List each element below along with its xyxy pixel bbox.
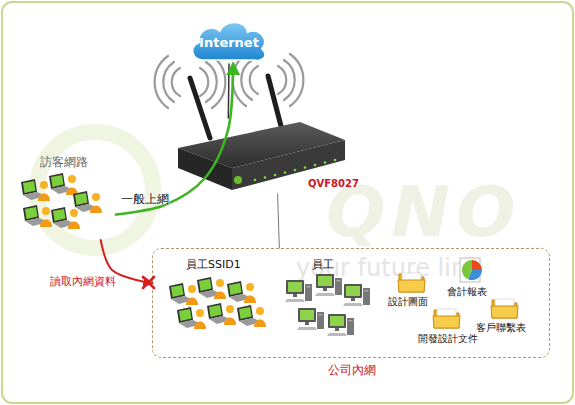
edge-label: 讀取內網資料 xyxy=(50,275,116,288)
internet-cloud: Internet xyxy=(188,18,270,64)
internet-access-arrow xyxy=(116,64,233,215)
guest-users xyxy=(21,173,102,229)
edge-label: 一般上網 xyxy=(121,192,169,206)
router-device: QVF8027 xyxy=(172,118,348,194)
file-label: 設計圖面 xyxy=(388,296,428,307)
employee-desktops xyxy=(285,274,370,336)
group-label: 員工 xyxy=(312,258,334,271)
uplink-line xyxy=(228,64,230,118)
node-label: 公司內網 xyxy=(153,363,551,377)
router-illustration xyxy=(155,54,345,190)
logo-watermark xyxy=(37,132,153,248)
file-label: 會計報表 xyxy=(447,286,487,297)
lan-link-line xyxy=(278,194,280,248)
blocked-mark xyxy=(143,277,154,288)
node-label: Internet xyxy=(188,35,270,51)
employee-laptops xyxy=(169,277,266,329)
group-label: 員工SSID1 xyxy=(186,258,241,271)
node-label: QVF8027 xyxy=(308,178,359,190)
file-label: 客戶聯繫表 xyxy=(476,322,526,333)
node-label: 訪客網路 xyxy=(40,155,88,169)
file-label: 開發設計文件 xyxy=(418,333,478,344)
guest-network-group: 訪客網路 xyxy=(14,155,116,240)
